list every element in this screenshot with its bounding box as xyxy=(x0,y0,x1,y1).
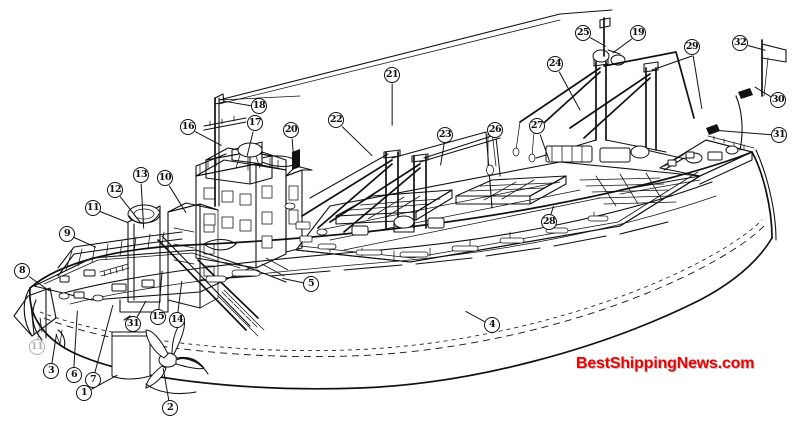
callout-6[interactable]: 6 xyxy=(66,367,82,383)
callout-15[interactable]: 15 xyxy=(150,309,166,325)
callout-5[interactable]: 5 xyxy=(303,276,319,292)
callout-21[interactable]: 21 xyxy=(384,67,400,83)
callout-3[interactable]: 3 xyxy=(43,363,59,379)
callout-12[interactable]: 12 xyxy=(107,182,123,198)
callout-24[interactable]: 24 xyxy=(547,56,563,72)
callout-14[interactable]: 14 xyxy=(169,312,185,328)
callout-17[interactable]: 17 xyxy=(247,115,263,131)
callout-30[interactable]: 30 xyxy=(770,92,786,108)
callout-31[interactable]: 31 xyxy=(771,127,787,143)
callout-7[interactable]: 7 xyxy=(85,372,101,388)
callout-16[interactable]: 16 xyxy=(180,119,196,135)
callout-4[interactable]: 4 xyxy=(484,317,500,333)
callout-28[interactable]: 28 xyxy=(541,214,557,230)
callout-26[interactable]: 26 xyxy=(487,122,503,138)
callout-2[interactable]: 2 xyxy=(162,400,178,416)
callout-1[interactable]: 1 xyxy=(76,385,92,401)
callout-29[interactable]: 29 xyxy=(684,39,700,55)
callout-23[interactable]: 23 xyxy=(437,127,453,143)
callout-18[interactable]: 18 xyxy=(251,98,267,114)
callout-leader-line xyxy=(391,83,393,126)
callout-22[interactable]: 22 xyxy=(328,112,344,128)
callout-9[interactable]: 9 xyxy=(59,226,75,242)
callout-19[interactable]: 19 xyxy=(630,25,646,41)
callout-13[interactable]: 13 xyxy=(133,167,149,183)
watermark-text: BestShippingNews.com xyxy=(576,355,755,372)
callout-32[interactable]: 32 xyxy=(732,35,748,51)
callout-27[interactable]: 27 xyxy=(529,118,545,134)
callout-31[interactable]: 31 xyxy=(125,316,141,332)
callout-11[interactable]: 11 xyxy=(29,339,45,355)
callout-10[interactable]: 10 xyxy=(157,170,173,186)
callout-8[interactable]: 8 xyxy=(14,263,30,279)
callout-25[interactable]: 25 xyxy=(575,25,591,41)
callout-11[interactable]: 11 xyxy=(85,200,101,216)
callout-20[interactable]: 20 xyxy=(283,122,299,138)
